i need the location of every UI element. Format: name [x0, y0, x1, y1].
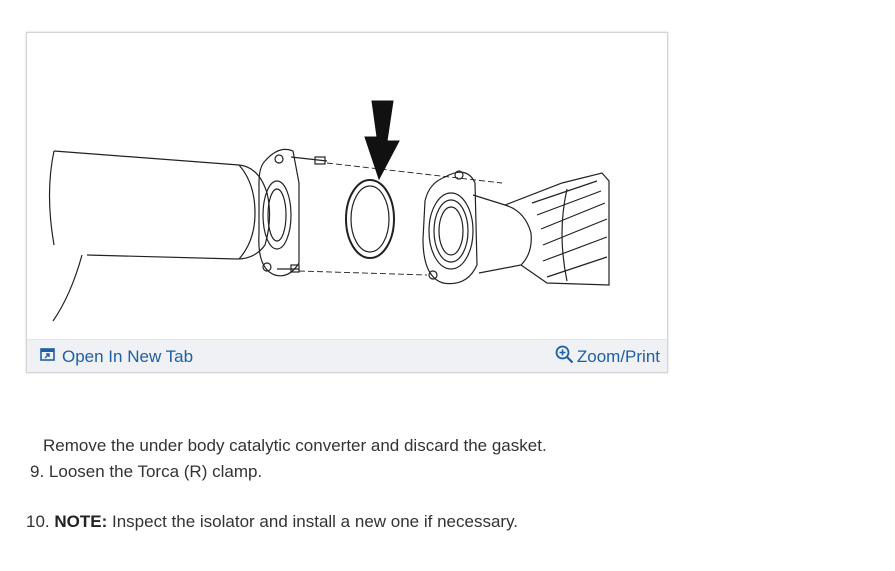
note-label: NOTE:	[54, 512, 108, 531]
figure-toolbar: Open In New Tab Zoom/Print	[27, 339, 667, 372]
pointer-arrow-icon	[364, 100, 400, 181]
step-10-text: Inspect the isolator and install a new o…	[112, 512, 519, 531]
step-9-number: 9.	[30, 462, 45, 481]
exhaust-gasket-illustration	[48, 100, 610, 322]
step-10: 10. NOTE: Inspect the isolator and insta…	[26, 512, 518, 532]
open-in-new-tab-label: Open In New Tab	[62, 347, 194, 366]
step-8-text: Remove the under body catalytic converte…	[43, 436, 547, 455]
open-new-tab-icon	[40, 347, 56, 367]
step-10-number: 10.	[26, 512, 50, 531]
zoom-in-icon	[555, 345, 574, 369]
zoom-print-link[interactable]: Zoom/Print	[555, 345, 660, 369]
step-9: 9. Loosen the Torca (R) clamp.	[30, 462, 262, 482]
zoom-print-label: Zoom/Print	[576, 347, 660, 366]
figure-container: Open In New Tab Zoom/Print	[26, 32, 668, 373]
step-9-text: Loosen the Torca (R) clamp.	[48, 462, 263, 481]
open-in-new-tab-link[interactable]: Open In New Tab	[40, 347, 193, 367]
